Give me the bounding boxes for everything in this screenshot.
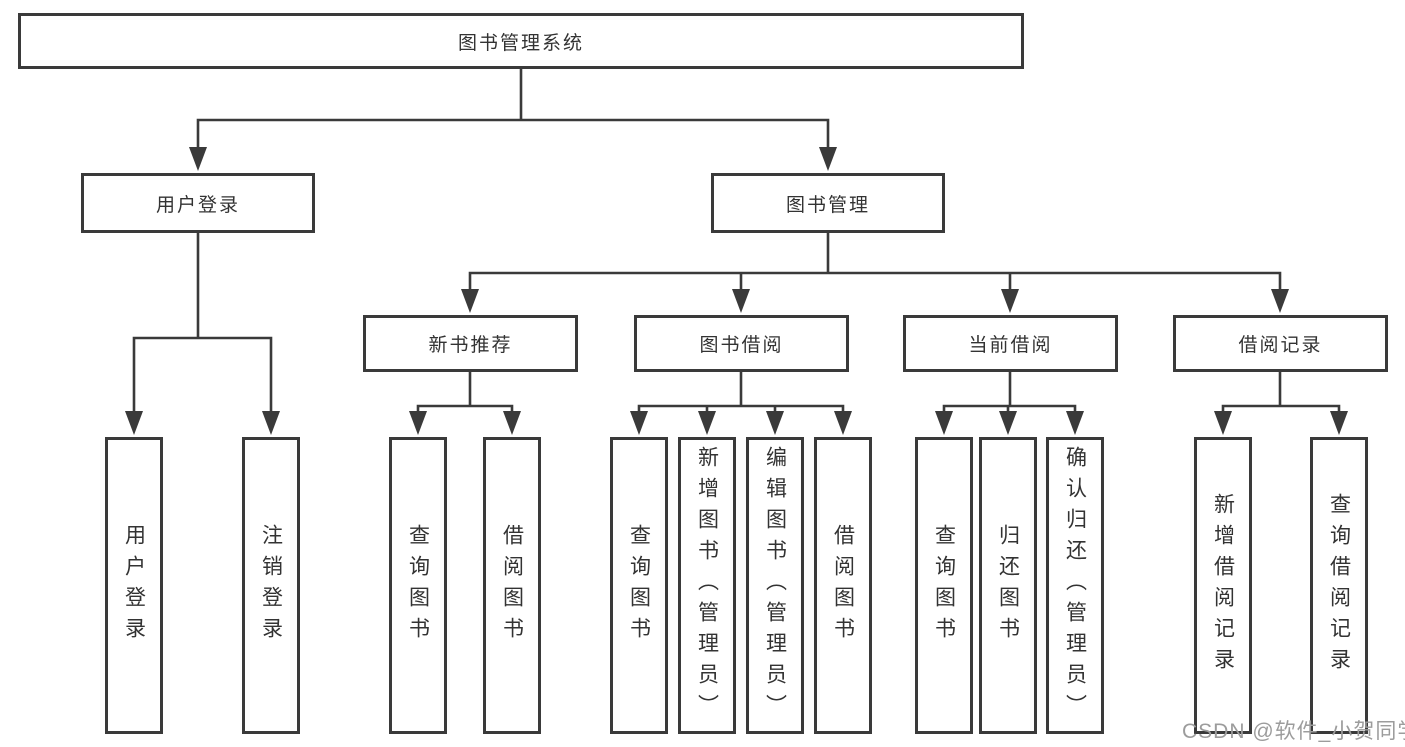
leaf-add-book-admin: 新增图书（管理员） [678, 437, 736, 734]
csdn-watermark: CSDN @软件_小贺同学 [1182, 720, 1405, 743]
leaf-borrow-books-recommend: 借阅图书 [483, 437, 541, 734]
leaf-query-borrow-record: 查询借阅记录 [1310, 437, 1368, 734]
leaf-query-books-recommend: 查询图书 [389, 437, 447, 734]
leaf-borrow-books: 借阅图书 [814, 437, 872, 734]
leaf-query-books-borrow: 查询图书 [610, 437, 668, 734]
leaf-edit-book-admin: 编辑图书（管理员） [746, 437, 804, 734]
leaf-user-login: 用户登录 [105, 437, 163, 734]
node-new-book-recommend: 新书推荐 [363, 315, 578, 372]
leaf-query-books-current: 查询图书 [915, 437, 973, 734]
node-book-management: 图书管理 [711, 173, 945, 233]
leaf-confirm-return-admin: 确认归还（管理员） [1046, 437, 1104, 734]
arrowheads [125, 147, 1348, 435]
node-user-login: 用户登录 [81, 173, 315, 233]
leaf-logout: 注销登录 [242, 437, 300, 734]
node-book-borrow: 图书借阅 [634, 315, 849, 372]
node-borrow-record: 借阅记录 [1173, 315, 1388, 372]
leaf-add-borrow-record: 新增借阅记录 [1194, 437, 1252, 734]
node-current-borrow: 当前借阅 [903, 315, 1118, 372]
leaf-return-books: 归还图书 [979, 437, 1037, 734]
node-library-system: 图书管理系统 [18, 13, 1024, 69]
